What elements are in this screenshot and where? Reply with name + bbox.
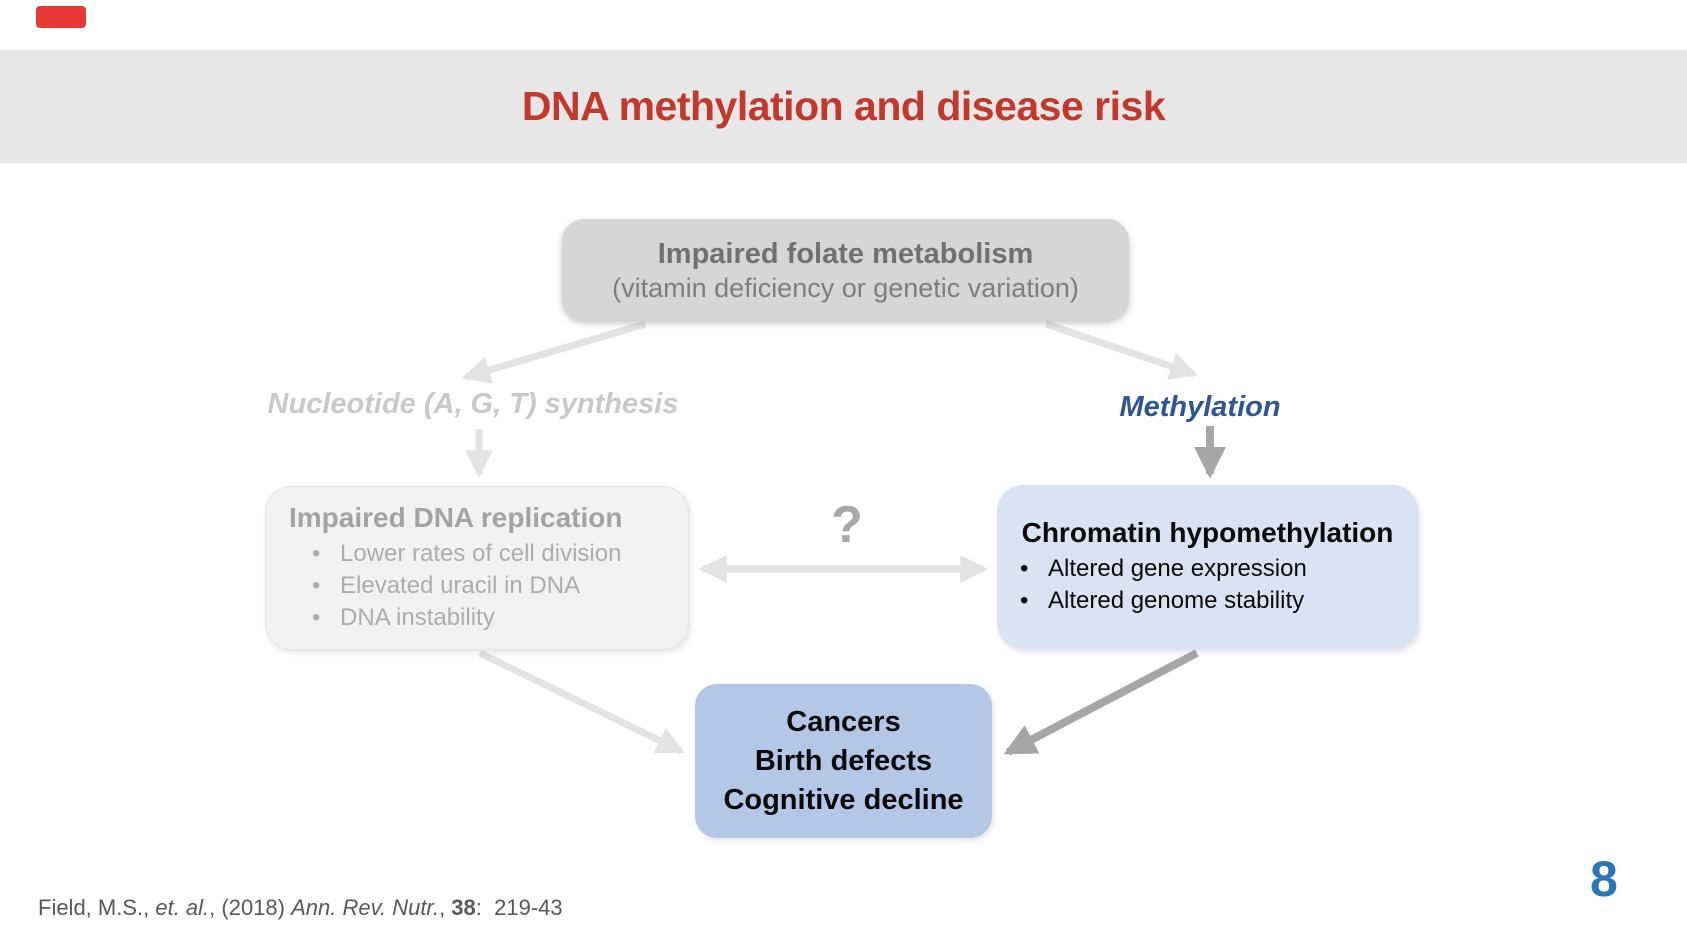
citation-text: Field, M.S., <box>38 895 156 920</box>
list-item: Altered gene expression <box>1014 553 1418 585</box>
folate-box-subtitle: (vitamin deficiency or genetic variation… <box>612 272 1079 303</box>
citation-text: , (2018) <box>209 895 292 920</box>
citation-volume: 38 <box>451 895 476 920</box>
citation-text: , <box>439 895 452 920</box>
citation: Field, M.S., et. al., (2018) Ann. Rev. N… <box>38 895 563 921</box>
arrow-replication-to-outcomes <box>478 649 685 755</box>
uncertainty-question-mark: ? <box>831 496 863 554</box>
methylation-label: Methylation <box>1119 391 1281 423</box>
outcome-line: Birth defects <box>754 744 933 777</box>
slide-title: DNA methylation and disease risk <box>521 83 1166 129</box>
replication-bullet-list: Lower rates of cell division Elevated ur… <box>306 538 688 634</box>
citation-pages: : 219-43 <box>475 895 563 920</box>
chromatin-hypomethylation-box: Chromatin hypomethylation Altered gene e… <box>997 485 1418 649</box>
impaired-dna-replication-box: Impaired DNA replication Lower rates of … <box>265 486 689 650</box>
arrow-hypomethylation-to-outcomes <box>1003 649 1199 756</box>
replication-box-title: Impaired DNA replication <box>289 502 623 533</box>
citation-etal: et. al. <box>155 895 210 920</box>
list-item: Elevated uracil in DNA <box>306 570 688 602</box>
title-band: DNA methylation and disease risk <box>0 50 1687 163</box>
arrow-folate-to-nucleotide <box>461 320 646 384</box>
impaired-folate-metabolism-box: Impaired folate metabolism (vitamin defi… <box>562 219 1129 320</box>
arrow-folate-to-methylation <box>1044 320 1198 380</box>
hypomethylation-box-title: Chromatin hypomethylation <box>1021 517 1394 548</box>
disease-outcomes-box: Cancers Birth defects Cognitive decline <box>695 684 992 838</box>
citation-journal: Ann. Rev. Nutr. <box>291 895 440 920</box>
nucleotide-synthesis-label: Nucleotide (A, G, T) synthesis <box>267 388 679 420</box>
outcome-line: Cognitive decline <box>723 783 964 816</box>
list-item: DNA instability <box>306 602 688 634</box>
hypomethylation-bullet-list: Altered gene expression Altered genome s… <box>1014 553 1418 617</box>
page-number: 8 <box>1590 851 1618 907</box>
outcome-line: Cancers <box>786 705 901 738</box>
recording-indicator <box>36 6 86 28</box>
list-item: Altered genome stability <box>1014 585 1418 617</box>
folate-box-title: Impaired folate metabolism <box>657 237 1034 270</box>
list-item: Lower rates of cell division <box>306 538 688 570</box>
